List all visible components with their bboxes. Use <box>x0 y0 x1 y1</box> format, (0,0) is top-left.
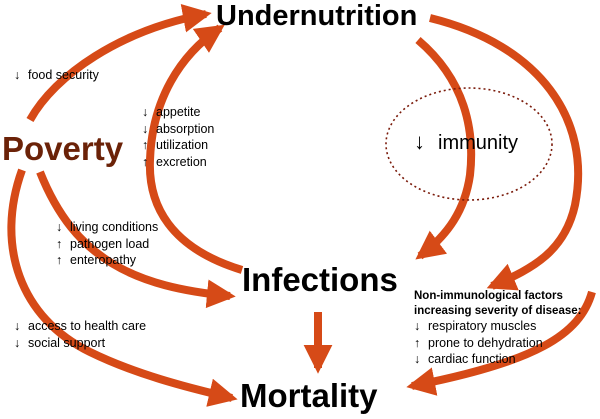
factor-label: absorption <box>156 121 215 136</box>
arrow-poverty-to-mortality <box>7 168 238 407</box>
down-arrow-icon: ↓ <box>414 319 421 333</box>
factor-item: ↓ social support <box>14 335 146 352</box>
up-arrow-icon: ↑ <box>56 236 63 251</box>
down-arrow-icon: ↓ <box>142 121 149 136</box>
up-arrow-icon: ↑ <box>414 335 421 350</box>
down-arrow-icon: ↓ <box>14 319 21 333</box>
non-immunological-factors-heading: Non-immunological factors increasing sev… <box>414 289 581 318</box>
factor-label: social support <box>28 335 106 350</box>
arrow-undernutrition-to-infections <box>415 36 476 260</box>
factor-item: ↓ access to health care <box>14 318 146 335</box>
heading-line-2: increasing severity of disease: <box>414 304 582 317</box>
factor-label: food security <box>28 68 99 82</box>
factor-item: ↑ prone to dehydration <box>414 335 543 352</box>
down-arrow-icon: ↓ <box>142 105 149 119</box>
factor-item: ↓ food security <box>14 67 99 84</box>
factor-item: ↓ cardiac function <box>414 351 543 368</box>
down-arrow-icon: ↓ <box>414 129 425 154</box>
up-arrow-icon: ↑ <box>56 253 63 267</box>
factor-label: prone to dehydration <box>428 335 543 350</box>
factor-item: ↑ pathogen load <box>56 236 158 253</box>
factor-item: ↓ respiratory muscles <box>414 318 543 335</box>
factor-label: access to health care <box>28 319 147 333</box>
down-arrow-icon: ↓ <box>414 352 421 366</box>
up-arrow-icon: ↑ <box>142 154 149 169</box>
down-arrow-icon: ↓ <box>14 335 21 350</box>
immunity-text: immunity <box>438 132 519 154</box>
factor-label: excretion <box>156 154 207 169</box>
factor-label: pathogen load <box>70 236 150 251</box>
undernutrition-label: Undernutrition <box>216 0 418 32</box>
factor-label: utilization <box>156 138 209 152</box>
factor-label: enteropathy <box>70 253 137 267</box>
factor-item: ↑ excretion <box>142 154 214 171</box>
factor-item: ↓ appetite <box>142 104 214 121</box>
infections-label: Infections <box>242 261 398 298</box>
factor-label: appetite <box>156 105 201 119</box>
factor-item: ↓ absorption <box>142 121 214 138</box>
disease-severity-factors: ↓ respiratory muscles ↑ prone to dehydratio… <box>414 318 543 368</box>
down-arrow-icon: ↓ <box>56 220 63 234</box>
arrow-undernutrition-to-mortality <box>429 14 583 291</box>
arrow-factors-to-mortality <box>406 290 596 396</box>
factor-label: living conditions <box>70 220 159 234</box>
immunity-label: ↓ immunity <box>414 129 519 154</box>
down-arrow-icon: ↓ <box>14 68 21 82</box>
factor-item: ↓ living conditions <box>56 219 158 236</box>
absorption-factors: ↓ appetite ↓ absorption ↑ utilization ↑ excreti… <box>142 104 214 170</box>
up-arrow-icon: ↑ <box>142 138 149 152</box>
arrow-poverty-to-undernutrition <box>26 4 212 122</box>
food-security-factors: ↓ food security <box>14 67 99 84</box>
factor-item: ↑ enteropathy <box>56 252 158 269</box>
health-care-factors: ↓ access to health care ↓ social support <box>14 318 146 351</box>
factor-item: ↑ utilization <box>142 137 214 154</box>
arrow-poverty-to-infections <box>36 170 236 309</box>
arrow-infections-to-undernutrition <box>145 24 244 274</box>
heading-line-1: Non-immunological factors <box>414 290 563 302</box>
factor-label: respiratory muscles <box>428 319 537 333</box>
poverty-label: Poverty <box>2 130 124 167</box>
immunity-ellipse <box>385 87 553 201</box>
living-condition-factors: ↓ living conditions ↑ pathogen load ↑ enterop… <box>56 219 158 269</box>
mortality-label: Mortality <box>240 377 378 414</box>
factor-label: cardiac function <box>428 352 516 366</box>
